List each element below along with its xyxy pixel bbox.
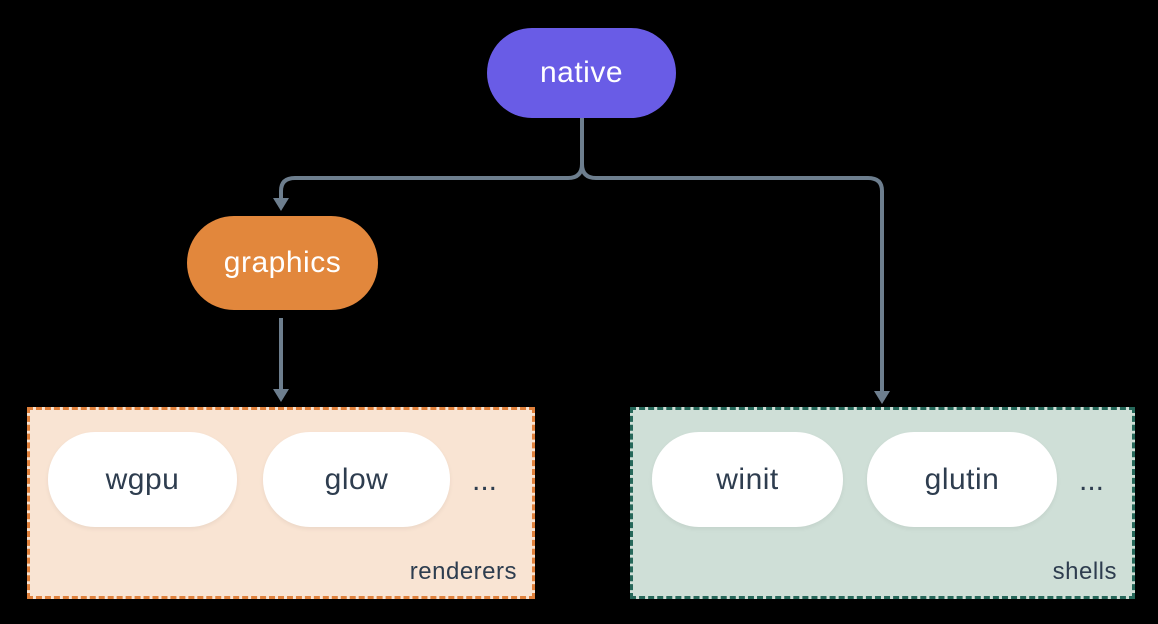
arrowhead-to-shells [874, 391, 890, 404]
node-graphics: graphics [187, 216, 378, 310]
node-graphics-label: graphics [223, 246, 342, 279]
group-shells-label: shells [1052, 558, 1117, 585]
arrowhead-to-graphics [273, 198, 289, 211]
renderers-ellipsis: ... [472, 464, 498, 497]
group-shells: winit glutin ... shells [630, 407, 1135, 599]
node-native-label: native [539, 56, 624, 89]
node-glutin: glutin [867, 432, 1057, 527]
node-wgpu: wgpu [48, 432, 237, 527]
node-wgpu-label: wgpu [105, 462, 180, 496]
edge-native-to-graphics [279, 118, 584, 199]
arrowhead-to-renderers [273, 389, 289, 402]
group-renderers: wgpu glow ... renderers [27, 407, 535, 599]
node-winit-label: winit [716, 462, 779, 496]
shells-ellipsis: ... [1079, 464, 1105, 497]
node-glutin-label: glutin [924, 462, 1000, 496]
group-renderers-label: renderers [409, 558, 517, 585]
node-winit: winit [652, 432, 843, 527]
node-glow-label: glow [324, 462, 389, 496]
edge-native-to-shells [580, 118, 884, 392]
node-glow: glow [263, 432, 450, 527]
node-native: native [487, 28, 676, 118]
